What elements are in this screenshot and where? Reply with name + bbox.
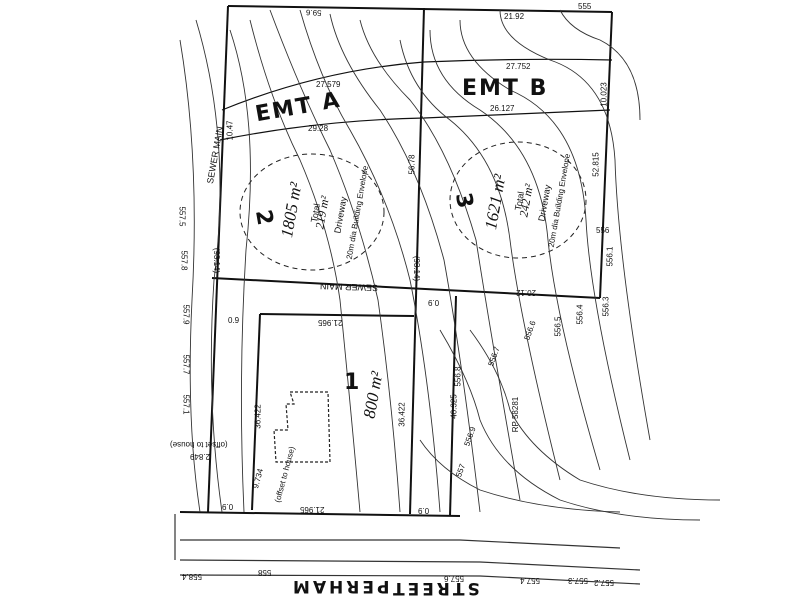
building-envelopes xyxy=(239,141,587,271)
envelope-lot2 xyxy=(239,153,385,271)
contour-label: 557.9 xyxy=(181,304,191,325)
dim-emt-b-top: 27.752 xyxy=(506,62,531,71)
contour-label: 556.5 xyxy=(553,316,563,337)
dim-mid-lot2: 56.78 xyxy=(407,154,417,175)
dim-emt-a-bot: 29.28 xyxy=(308,124,329,133)
boundary-rear-lots xyxy=(211,277,601,299)
dim-left-lot2: 10.47 xyxy=(225,120,235,141)
dim-right-mid: 52.815 xyxy=(591,152,601,177)
contour-label: 555 xyxy=(578,2,592,11)
dim-width-a: 0.9 xyxy=(428,298,440,307)
contour-label: 557.5 xyxy=(177,206,187,227)
contour-label: 557.3 xyxy=(568,576,589,585)
dim-width-b: 0.9 xyxy=(228,316,240,325)
dim-access-width: 40.325 xyxy=(449,394,459,419)
dim-lot3-side: (93.14) xyxy=(412,255,422,282)
street-type: STREET xyxy=(390,578,480,598)
dim-lot1-left: 36.422 xyxy=(253,404,263,429)
house-outline xyxy=(273,391,331,463)
envelope-lot3 xyxy=(449,141,587,259)
sewer-main-label-rear: SEWER MAIN xyxy=(319,280,379,294)
street-name: PERHAM xyxy=(290,576,390,596)
dim-lot1-top: 21.965 xyxy=(318,318,343,327)
street-edges xyxy=(174,514,641,585)
dim-emt-b-bot: 26.127 xyxy=(490,104,515,113)
contour-label: 557.4 xyxy=(520,576,541,585)
dim-lot1-bot: 21.965 xyxy=(300,505,325,514)
dim-lot1-right: 36.422 xyxy=(397,402,407,427)
dim-right-top: 10.023 xyxy=(599,82,609,107)
boundary-lot2-lot3 xyxy=(409,7,425,515)
plan-reference: RP 58281 xyxy=(511,396,521,433)
boundary-lot1-top xyxy=(259,313,415,317)
dim-lot2-side: (93.14) xyxy=(212,247,222,274)
contour-label: 556 xyxy=(596,226,610,235)
easement-b-label: EMT B xyxy=(462,76,549,101)
boundary-top xyxy=(227,5,613,13)
contour-label: 558 xyxy=(258,568,272,577)
contour-label: 556.3 xyxy=(601,296,611,317)
contour-label: 556.4 xyxy=(575,304,585,325)
dim-top-a: 59.6 xyxy=(305,7,322,18)
boundary-access-left xyxy=(449,295,457,517)
lot-1-number: 1 xyxy=(344,370,360,395)
contour-label: 557.7 xyxy=(181,354,191,375)
contour-label: 557.1 xyxy=(181,394,191,415)
boundary-street xyxy=(179,511,461,517)
dim-mid-rear: 20.12 xyxy=(516,288,537,297)
contour-label: 557.2 xyxy=(594,578,615,587)
dim-house-offset: 2.849 xyxy=(190,452,211,461)
contour-lines xyxy=(179,9,721,521)
dim-width-c: 0.9 xyxy=(222,502,234,511)
dim-width-d: 0.9 xyxy=(418,506,430,515)
contour-label: 557.6 xyxy=(444,574,465,583)
contour-label: 556.1 xyxy=(605,246,615,267)
offset-note-a: (offset to house) xyxy=(170,440,228,449)
dim-top-b: 21.92 xyxy=(504,12,525,21)
contour-label: 557.8 xyxy=(179,250,189,271)
easement-lines xyxy=(219,58,613,141)
dim-emt-a-top: 27.579 xyxy=(316,80,341,89)
boundary-left xyxy=(207,5,229,513)
boundary-lot1-left xyxy=(251,313,261,511)
contour-label: 556.8 xyxy=(453,366,463,387)
contour-label: 558.4 xyxy=(182,572,203,581)
